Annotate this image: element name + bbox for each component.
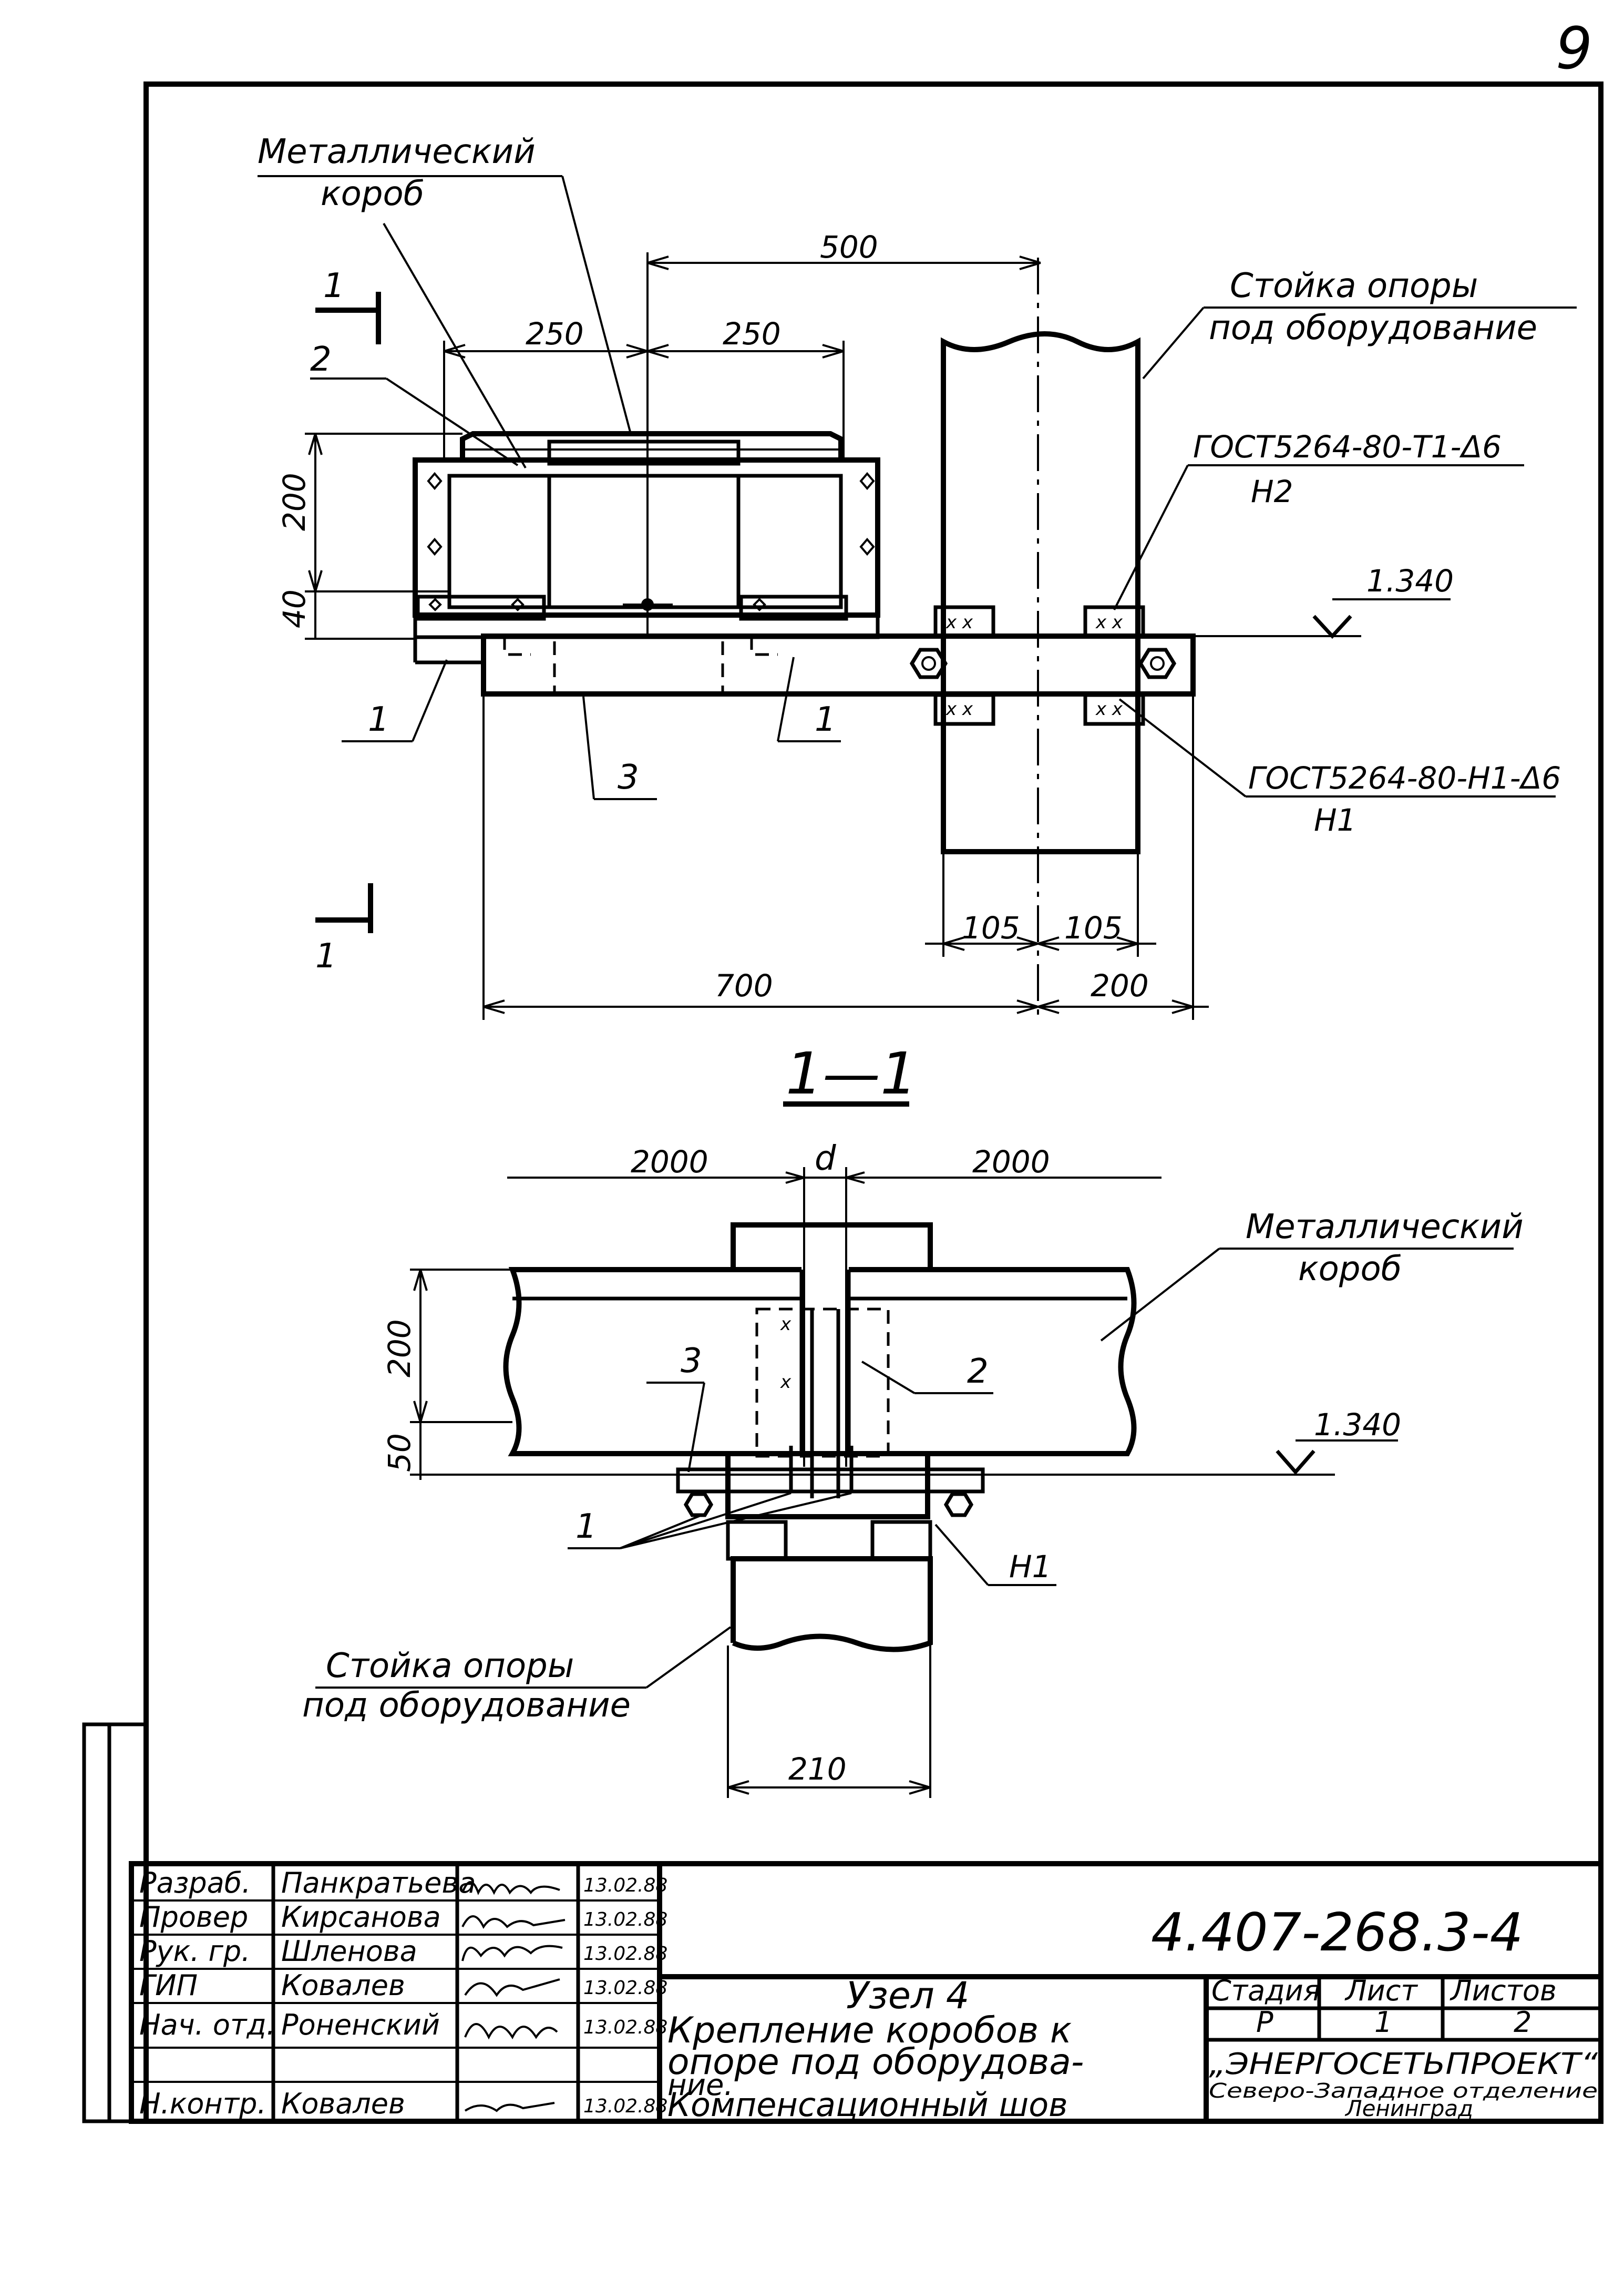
dim-250-left: 250 [526,316,584,352]
dim-105-left: 105 [962,910,1020,946]
tb-role-1: Разраб. [139,1866,251,1899]
tb-name-7: Ковалев [281,2087,405,2120]
dim-250-right: 250 [723,316,781,352]
tb-date-3: 13.02.88 [583,1943,667,1965]
plan-weld-top-1: ГОСТ5264-80-Т1-Δ6 [1193,429,1502,465]
tb-sheets-header: Листов [1450,1974,1557,2007]
plan-pos-1-left: 1 [368,700,389,739]
tb-role-4: ГИП [139,1969,198,2002]
plan-pos-1-right: 1 [815,700,836,739]
section-view: 2000 d 2000 x x 200 50 1.340 [302,1139,1524,1798]
svg-text:x: x [780,1314,792,1335]
tb-title-5: Компенсационный шов [667,2086,1068,2124]
svg-text:x x: x x [1095,612,1123,633]
section-pos-1: 1 [575,1507,597,1546]
section-mark-bottom: 1 [315,937,337,976]
section-elevation: 1.340 [1314,1407,1401,1443]
tb-org-2: Северо-Западное отделение [1209,2079,1598,2102]
tb-title-1: Узел 4 [846,1974,969,2017]
dim-200-bottom: 200 [1091,968,1149,1004]
plan-view: x x x x x x x x 500 250 250 200 40 1.340 [258,132,1577,1020]
tb-sheet-header: Лист [1344,1974,1418,2007]
tb-doc-code: 4.407-268.3-4 [1151,1902,1523,1963]
plan-pos-3: 3 [618,758,639,797]
binding-strip [82,1722,148,2123]
tb-name-1: Панкратьева [281,1866,476,1899]
tb-name-2: Кирсанова [281,1900,441,1934]
svg-text:x x: x x [1095,699,1123,720]
page-number: 9 [1556,15,1592,82]
tb-name-3: Шленова [281,1935,417,1968]
section-dim-2000-left: 2000 [631,1144,708,1180]
dim-500: 500 [820,229,878,265]
svg-text:x x: x x [945,699,973,720]
tb-name-5: Роненский [281,2008,440,2041]
section-dim-2000-right: 2000 [972,1144,1050,1180]
signatures [461,1881,566,2112]
tb-sheets: 2 [1514,2006,1532,2039]
section-label-metal-box-1: Металлический [1246,1208,1524,1246]
tb-role-2: Провер [139,1900,248,1934]
section-pos-3: 3 [681,1342,702,1381]
plan-elevation: 1.340 [1366,563,1454,599]
tb-org-3: Ленинград [1344,2096,1473,2121]
plan-label-support-2: под оборудование [1209,309,1537,348]
plan-weld-bottom-1: ГОСТ5264-80-Н1-Δ6 [1248,760,1561,796]
tb-org-1: „ЭНЕРГОСЕТЬПРОЕКТ“ [1209,2047,1598,2081]
section-dim-200: 200 [382,1319,417,1377]
tb-title-4: ние. [667,2068,733,2102]
plan-weld-bottom-2: Н1 [1314,802,1356,838]
tb-role-3: Рук. гр. [139,1935,250,1968]
tb-date-7: 13.02.88 [583,2096,667,2117]
tb-role-7: Н.контр. [139,2087,266,2120]
plan-weld-top-2: Н2 [1251,474,1293,509]
section-dim-50: 50 [382,1433,417,1472]
section-mark-top: 1 [323,267,345,305]
tb-sheet: 1 [1374,2006,1392,2039]
section-pos-2: 2 [967,1352,989,1391]
tb-date-1: 13.02.88 [583,1875,667,1896]
tb-date-5: 13.02.88 [583,2017,667,2038]
section-weld-n1: Н1 [1009,1549,1052,1585]
dim-40-vertical: 40 [276,589,312,628]
tb-title-3: опоре под оборудова- [667,2041,1084,2083]
dim-700: 700 [715,968,773,1004]
dim-105-right: 105 [1064,910,1123,946]
tb-stage: Р [1256,2006,1273,2039]
section-label-support-2: под оборудование [302,1686,631,1725]
title-block: Разраб. Панкратьева 13.02.88 Провер Кирс… [129,1861,1604,2124]
section-label-support-1: Стойка опоры [326,1647,574,1685]
section-title: 1—1 [786,1040,917,1107]
svg-text:x x: x x [945,612,973,633]
tb-name-4: Ковалев [281,1969,405,2002]
tb-title-2: Крепление коробов к [667,2010,1072,2051]
svg-text:x: x [780,1372,792,1393]
section-label-metal-box-2: короб [1298,1250,1402,1289]
section-dim-d: d [815,1139,836,1178]
plan-pos-2: 2 [310,340,332,379]
dim-200-vertical: 200 [276,473,312,531]
tb-date-2: 13.02.88 [583,1909,667,1930]
section-dim-210: 210 [788,1751,847,1787]
tb-role-5: Нач. отд. [139,2008,275,2041]
plan-label-metal-box-2: короб [321,175,424,213]
plan-label-support-1: Стойка опоры [1230,267,1478,305]
tb-date-4: 13.02.88 [583,1977,667,1999]
plan-label-metal-box-1: Металлический [258,132,536,171]
tb-stage-header: Стадия [1211,1974,1320,2007]
